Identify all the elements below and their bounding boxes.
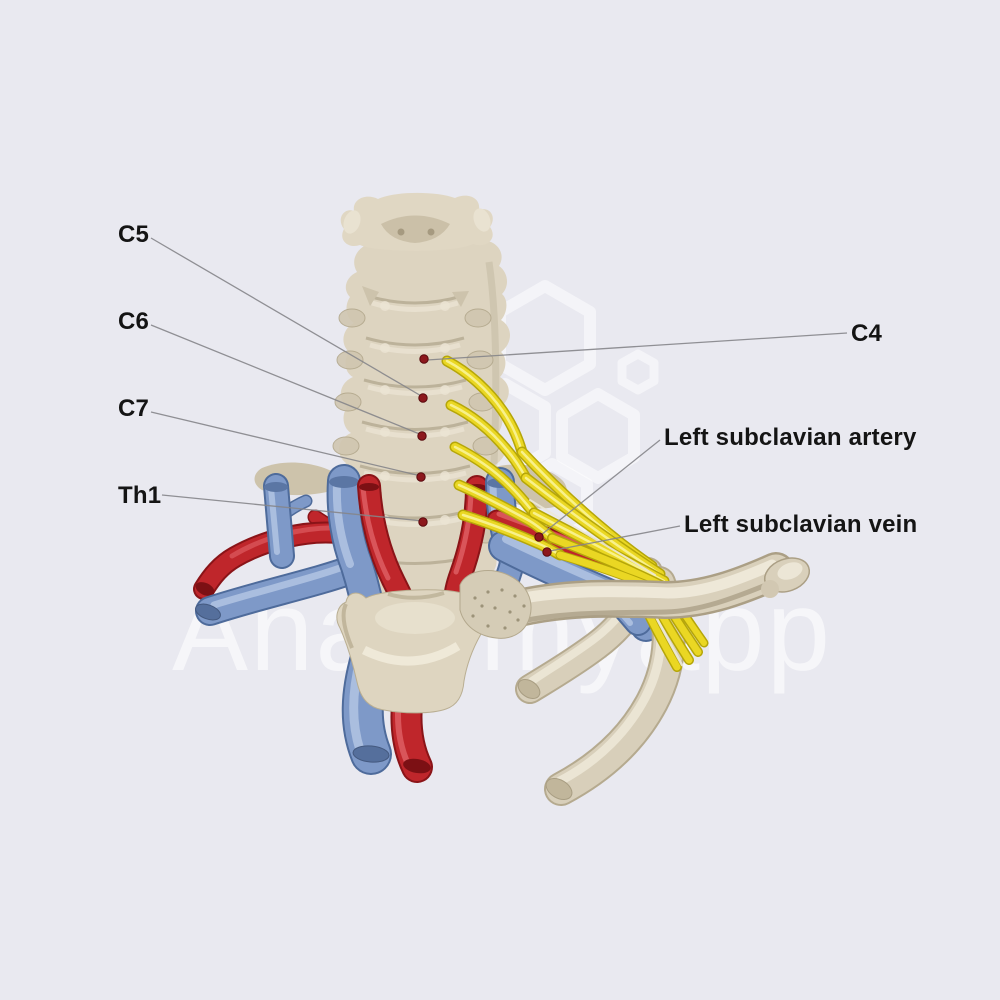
label-c7: C7 [118, 395, 150, 422]
leader-lines [150, 237, 848, 552]
manubrium-bone [336, 589, 491, 714]
sternoclavicular-junction-bone [459, 569, 532, 639]
label-c6: C6 [118, 308, 150, 335]
atlas-vertebra-bone [340, 192, 493, 251]
label-c5: C5 [118, 221, 150, 248]
label-left-subclavian-artery: Left subclavian artery [664, 424, 917, 451]
marker-dots [416, 354, 552, 557]
label-c4: C4 [851, 320, 883, 347]
label-left-subclavian-vein: Left subclavian vein [684, 511, 918, 538]
right-subclavian-vessels [193, 464, 421, 637]
clavicle-bone [459, 552, 811, 639]
label-th1: Th1 [118, 482, 162, 509]
